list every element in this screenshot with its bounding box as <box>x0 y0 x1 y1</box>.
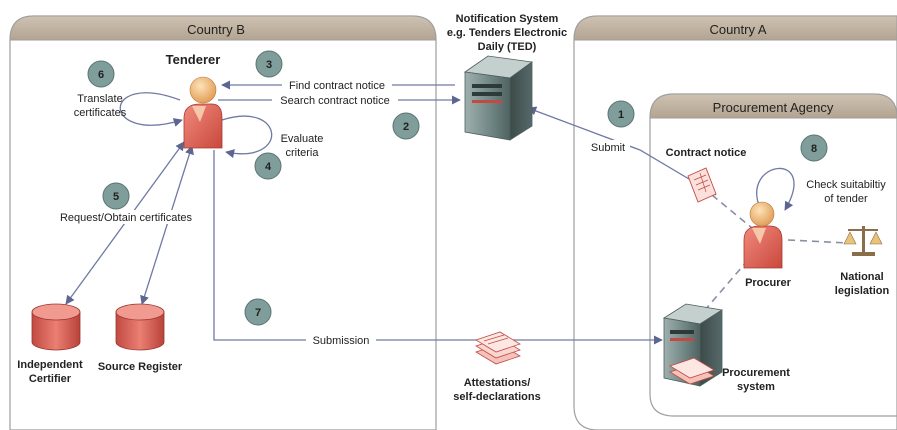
procurement-system-label-1: Procurement <box>722 367 790 379</box>
translate-label-1: Translate <box>77 93 122 105</box>
check-loop-arrow <box>756 167 795 211</box>
independent-certifier-label-2: Certifier <box>29 373 72 385</box>
submit-label: Submit <box>591 142 625 154</box>
step-3-marker: 3 <box>255 50 283 78</box>
independent-certifier-label-1: Independent <box>17 359 83 371</box>
attestations-documents-icon <box>475 331 521 365</box>
step-8-marker: 8 <box>800 134 828 162</box>
step-4-marker: 4 <box>254 152 282 180</box>
country-a-title: Country A <box>709 22 766 37</box>
arrow-labels: Find contract notice Search contract not… <box>54 78 886 347</box>
svg-text:3: 3 <box>266 59 272 71</box>
independent-certifier-database-icon <box>31 303 81 351</box>
search-contract-notice-label: Search contract notice <box>280 95 389 107</box>
request-obtain-label: Request/Obtain certificates <box>60 212 193 224</box>
step-markers: 1 2 3 4 5 6 7 8 <box>87 50 828 326</box>
country-b-title: Country B <box>187 22 245 37</box>
submission-label: Submission <box>313 335 370 347</box>
translate-loop-arrow <box>119 92 183 127</box>
national-legislation-label-2: legislation <box>835 285 890 297</box>
svg-text:2: 2 <box>403 121 409 133</box>
contract-notice-document-icon <box>687 167 717 203</box>
procurer-label: Procurer <box>745 277 792 289</box>
procurement-agency-title: Procurement Agency <box>713 100 834 115</box>
dashed-links <box>704 194 849 311</box>
svg-text:1: 1 <box>618 109 624 121</box>
notification-system-title-1: Notification System <box>456 13 559 25</box>
find-contract-notice-label: Find contract notice <box>289 80 385 92</box>
svg-text:4: 4 <box>265 161 272 173</box>
attestations-label-2: self-declarations <box>453 391 540 403</box>
evaluate-label-1: Evaluate <box>281 133 324 145</box>
notification-server-icon <box>463 55 534 141</box>
svg-text:5: 5 <box>113 191 119 203</box>
procurer-person-icon <box>743 201 783 269</box>
source-register-label: Source Register <box>98 361 183 373</box>
attestations-label-1: Attestations/ <box>464 377 531 389</box>
svg-text:7: 7 <box>255 307 261 319</box>
check-suitability-label-2: of tender <box>824 193 868 205</box>
step-2-marker: 2 <box>392 112 420 140</box>
contract-notice-label: Contract notice <box>666 147 747 159</box>
national-legislation-label-1: National <box>840 271 883 283</box>
tenderer-person-icon <box>183 76 223 149</box>
step-5-marker: 5 <box>102 182 130 210</box>
evaluate-loop-arrow <box>221 115 273 159</box>
procurer-system-link <box>704 259 749 311</box>
svg-text:6: 6 <box>98 69 104 81</box>
procurement-system-label-2: system <box>737 381 775 393</box>
step-6-marker: 6 <box>87 60 115 88</box>
procurement-system-server-icon <box>662 303 724 387</box>
register-link-arrow <box>140 145 194 305</box>
procurer-legislation-link <box>787 239 849 244</box>
notice-procurer-link <box>711 194 753 229</box>
scales-icon <box>843 226 883 256</box>
translate-label-2: certificates <box>74 107 127 119</box>
step-7-marker: 7 <box>244 298 272 326</box>
step-1-marker: 1 <box>607 100 635 128</box>
tenderer-label: Tenderer <box>166 52 221 67</box>
notification-system-title-2: e.g. Tenders Electronic <box>447 27 567 39</box>
source-register-database-icon <box>115 303 165 351</box>
evaluate-label-2: criteria <box>285 147 319 159</box>
check-suitability-label-1: Check suitabiltiy <box>806 179 886 191</box>
notification-system-title-3: Daily (TED) <box>478 41 537 53</box>
svg-text:8: 8 <box>811 143 817 155</box>
